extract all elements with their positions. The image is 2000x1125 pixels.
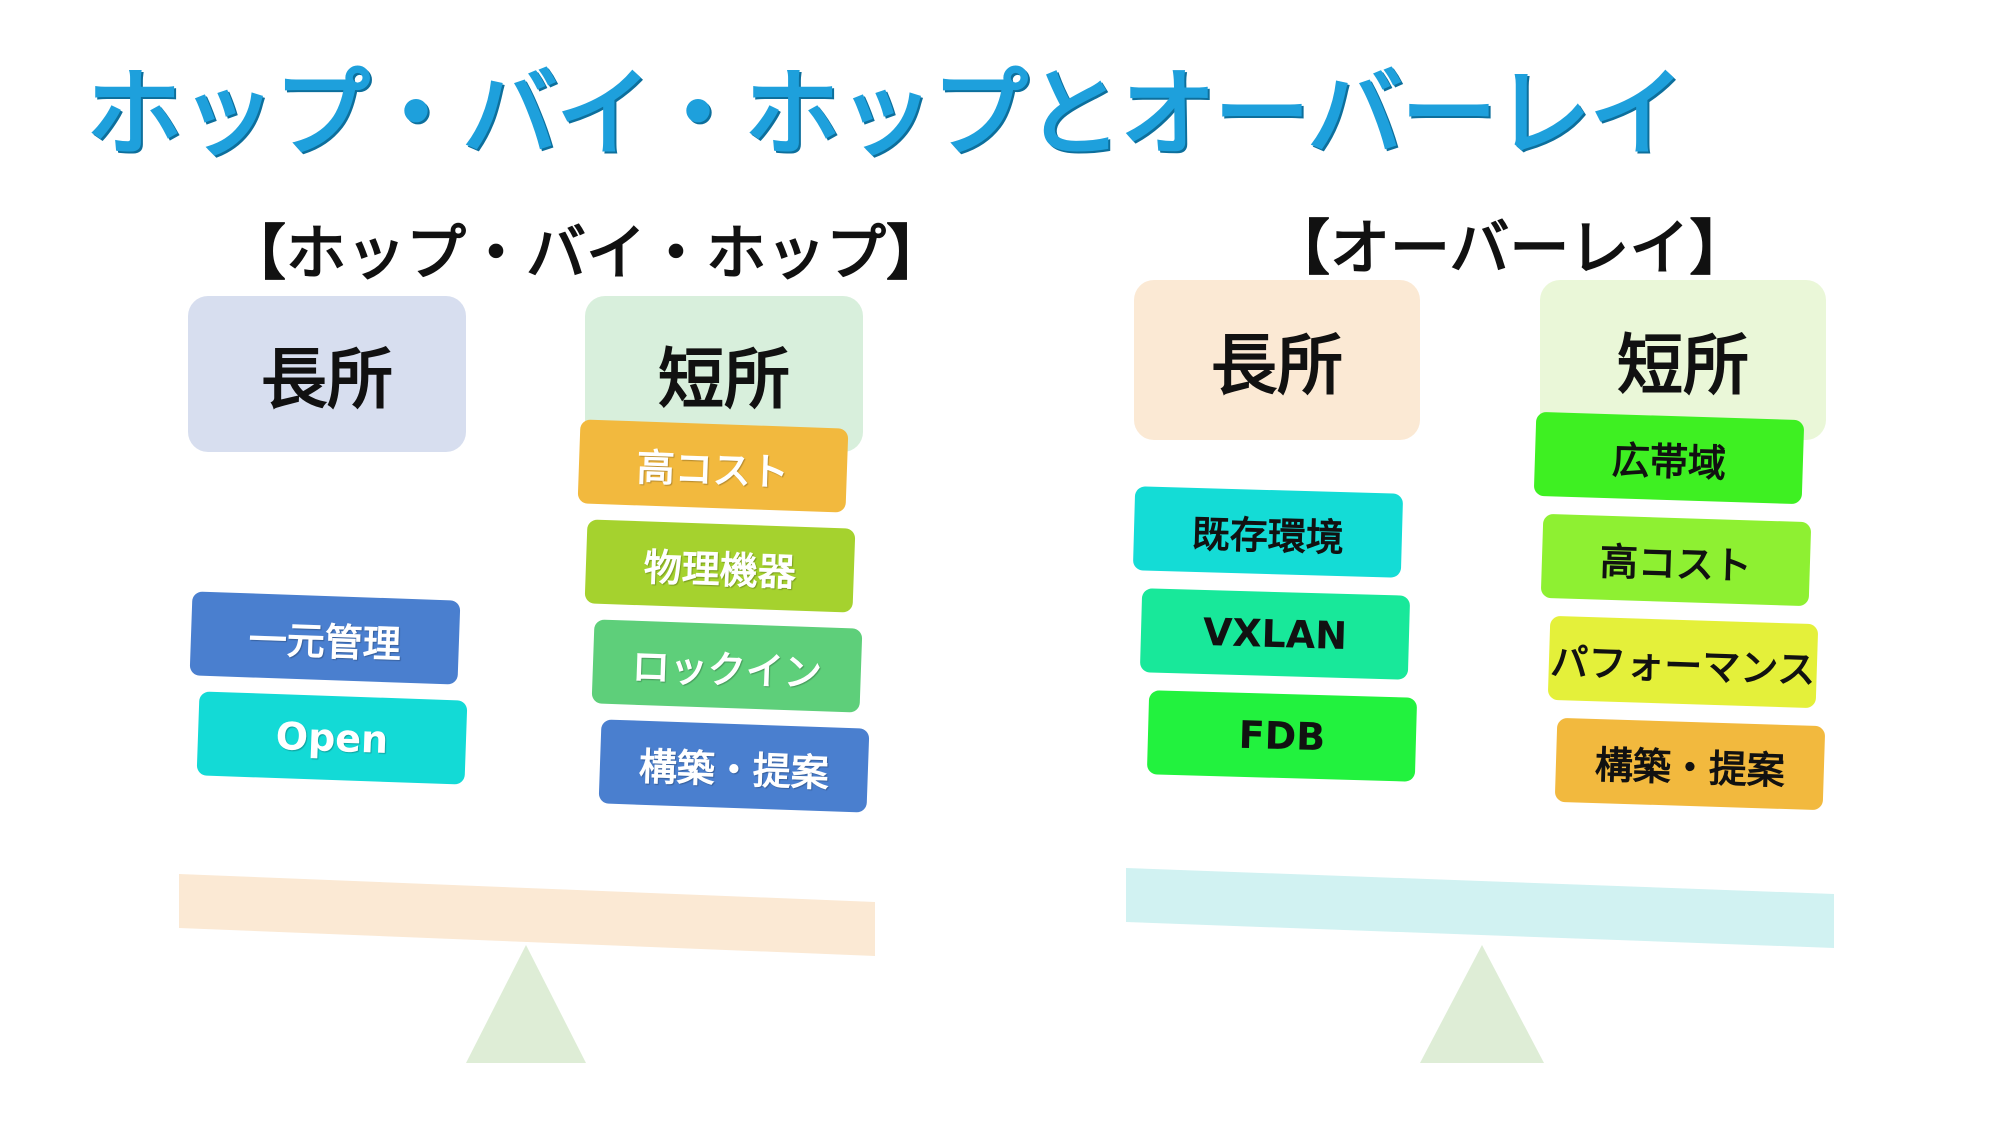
hop-cons-block-label: ロックイン xyxy=(631,644,823,695)
overlay-pros-block-label: 既存環境 xyxy=(1191,511,1345,560)
hop-cons-block: 物理機器 xyxy=(584,519,856,613)
overlay-pros-block: FDB xyxy=(1146,690,1418,782)
hop-cons-block-label: 高コスト xyxy=(636,444,790,495)
overlay-pros-block: 既存環境 xyxy=(1132,486,1404,578)
overlay-cons-block-label: パフォーマンス xyxy=(1549,639,1817,692)
overlay-cons-block: パフォーマンス xyxy=(1547,615,1819,709)
overlay-pros-header: 長所 xyxy=(1134,280,1420,440)
overlay-cons-block-label: 構築・提案 xyxy=(1594,742,1786,793)
hop-cons-block-label: 物理機器 xyxy=(643,544,797,595)
overlay-pros-block-label: FDB xyxy=(1238,712,1326,760)
hop-seesaw-beam xyxy=(179,874,875,956)
hop-section-heading: 【ホップ・バイ・ホップ】 xyxy=(226,219,946,289)
hop-pros-block: 一元管理 xyxy=(189,591,461,685)
overlay-pros-label: 長所 xyxy=(1211,327,1343,404)
hop-pros-block-label: Open xyxy=(275,714,389,762)
hop-cons-block: ロックイン xyxy=(591,619,863,713)
hop-pros-block: Open xyxy=(196,691,468,785)
hop-pros-header: 長所 xyxy=(188,296,466,452)
overlay-seesaw-fulcrum xyxy=(1420,945,1544,1063)
hop-cons-block: 高コスト xyxy=(577,419,849,513)
overlay-pros-block-label: VXLAN xyxy=(1202,609,1348,659)
overlay-cons-block-label: 高コスト xyxy=(1599,539,1753,588)
hop-pros-label: 長所 xyxy=(261,341,393,418)
page-title: ホップ・バイ・ホップとオーバーレイ xyxy=(86,58,1685,170)
overlay-cons-block: 広帯域 xyxy=(1533,411,1805,505)
hop-seesaw-fulcrum xyxy=(466,945,586,1063)
hop-cons-block: 構築・提案 xyxy=(598,719,870,813)
overlay-pros-block: VXLAN xyxy=(1139,588,1411,680)
hop-pros-block-label: 一元管理 xyxy=(248,616,402,667)
overlay-seesaw-beam xyxy=(1126,868,1834,948)
overlay-section-heading: 【オーバーレイ】 xyxy=(1270,214,1750,284)
overlay-cons-block: 高コスト xyxy=(1540,513,1812,607)
overlay-cons-block-label: 広帯域 xyxy=(1611,437,1727,486)
overlay-cons-label: 短所 xyxy=(1617,327,1749,404)
hop-cons-block-label: 構築・提案 xyxy=(638,744,830,795)
hop-cons-label: 短所 xyxy=(658,341,790,418)
overlay-cons-block: 構築・提案 xyxy=(1554,717,1826,811)
